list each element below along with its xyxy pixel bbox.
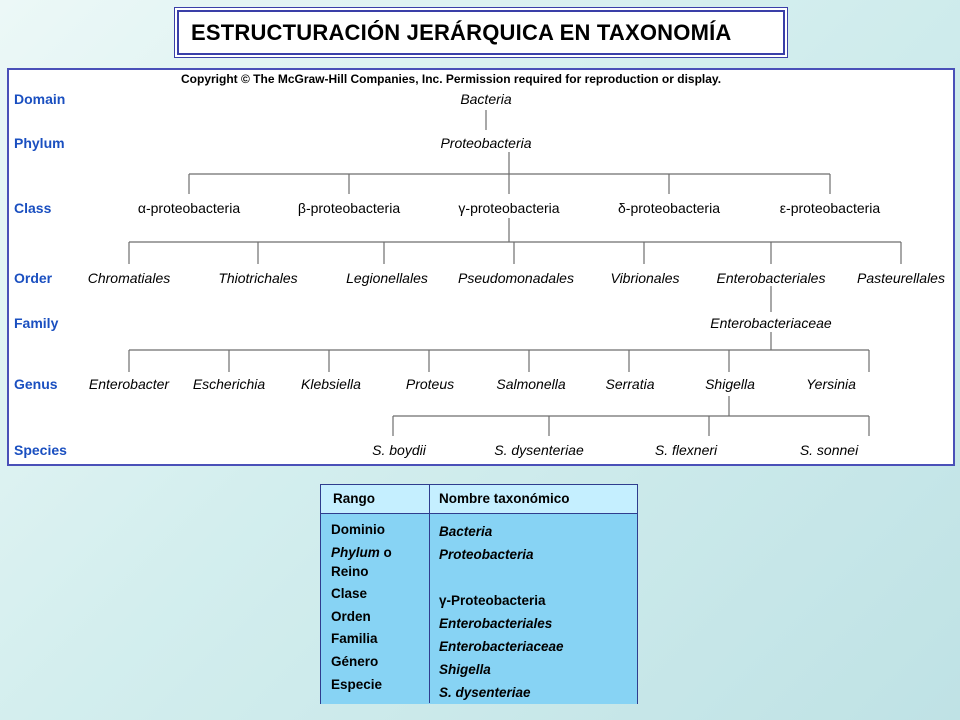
name-cell: Enterobacteriales	[439, 616, 553, 631]
node-class: γ-proteobacteria	[458, 200, 559, 216]
taxonomy-tree-diagram: Copyright © The McGraw-Hill Companies, I…	[14, 72, 945, 458]
node-species: S. boydii	[372, 442, 427, 458]
rank-column: Dominio Phylum o Reino Clase Orden Famil…	[331, 520, 427, 697]
copyright-notice: Copyright © The McGraw-Hill Companies, I…	[181, 72, 721, 86]
node-order: Pasteurellales	[857, 270, 945, 286]
rank-label-family: Family	[14, 315, 59, 331]
node-genus: Shigella	[705, 376, 755, 392]
name-cell: S. dysenteriae	[439, 685, 531, 700]
rank-label-species: Species	[14, 442, 67, 458]
rank-cell-order: Orden	[331, 608, 371, 624]
rank-cell-phylum: Phylum o Reino	[331, 543, 427, 581]
rank-table-body	[321, 514, 637, 704]
node-class: β-proteobacteria	[298, 200, 400, 216]
node-genus: Enterobacter	[89, 376, 170, 392]
node-order: Thiotrichales	[218, 270, 297, 286]
node-species: S. sonnei	[800, 442, 859, 458]
node-class: ε-proteobacteria	[780, 200, 881, 216]
taxonomy-tree-panel: Copyright © The McGraw-Hill Companies, I…	[7, 68, 955, 466]
node-family: Enterobacteriaceae	[710, 315, 832, 331]
rank-label-class: Class	[14, 200, 52, 216]
node-genus: Yersinia	[806, 376, 856, 392]
rank-table: Rango Nombre taxonómico Dominio Phylum o…	[320, 484, 638, 704]
node-order: Pseudomonadales	[458, 270, 574, 286]
node-genus: Proteus	[406, 376, 454, 392]
rank-cell-genus: Género	[331, 653, 379, 669]
rank-label-genus: Genus	[14, 376, 58, 392]
page-title: ESTRUCTURACIÓN JERÁRQUICA EN TAXONOMÍA	[191, 20, 732, 45]
tree-connectors	[128, 110, 902, 436]
rank-label-phylum: Phylum	[14, 135, 65, 151]
header-name: Nombre taxonómico	[439, 491, 570, 506]
rank-label-order: Order	[14, 270, 53, 286]
node-phylum: Proteobacteria	[440, 135, 531, 151]
node-genus: Escherichia	[193, 376, 266, 392]
rank-table-header: Rango Nombre taxonómico	[321, 485, 637, 514]
node-species: S. dysenteriae	[494, 442, 584, 458]
node-order: Legionellales	[346, 270, 428, 286]
rank-cell-phylum-term: Phylum	[331, 544, 380, 560]
name-cell: Proteobacteria	[439, 547, 534, 562]
node-species: S. flexneri	[655, 442, 718, 458]
rank-label-domain: Domain	[14, 91, 65, 107]
name-cell: Shigella	[439, 662, 491, 677]
node-class: α-proteobacteria	[138, 200, 240, 216]
rank-cell-class: Clase	[331, 586, 368, 602]
rank-cell-species: Especie	[331, 676, 383, 692]
name-cell: Bacteria	[439, 524, 493, 539]
node-order: Vibrionales	[610, 270, 679, 286]
header-rank: Rango	[333, 491, 375, 506]
name-spacer	[439, 566, 629, 589]
rank-cell-phylum-suffix: o Reino	[331, 544, 392, 579]
column-divider	[429, 485, 430, 703]
name-column: Bacteria Proteobacteria γ-Proteobacteria…	[439, 520, 629, 704]
node-genus: Serratia	[605, 376, 654, 392]
name-cell: γ-Proteobacteria	[439, 593, 546, 608]
title-box: ESTRUCTURACIÓN JERÁRQUICA EN TAXONOMÍA	[177, 10, 785, 55]
node-domain: Bacteria	[460, 91, 512, 107]
node-class: δ-proteobacteria	[618, 200, 720, 216]
name-cell: Enterobacteriaceae	[439, 639, 564, 654]
node-genus: Salmonella	[496, 376, 565, 392]
node-order: Chromatiales	[88, 270, 170, 286]
rank-cell-family: Familia	[331, 631, 378, 647]
node-order: Enterobacteriales	[717, 270, 826, 286]
rank-cell-domain: Dominio	[331, 522, 385, 537]
node-genus: Klebsiella	[301, 376, 361, 392]
